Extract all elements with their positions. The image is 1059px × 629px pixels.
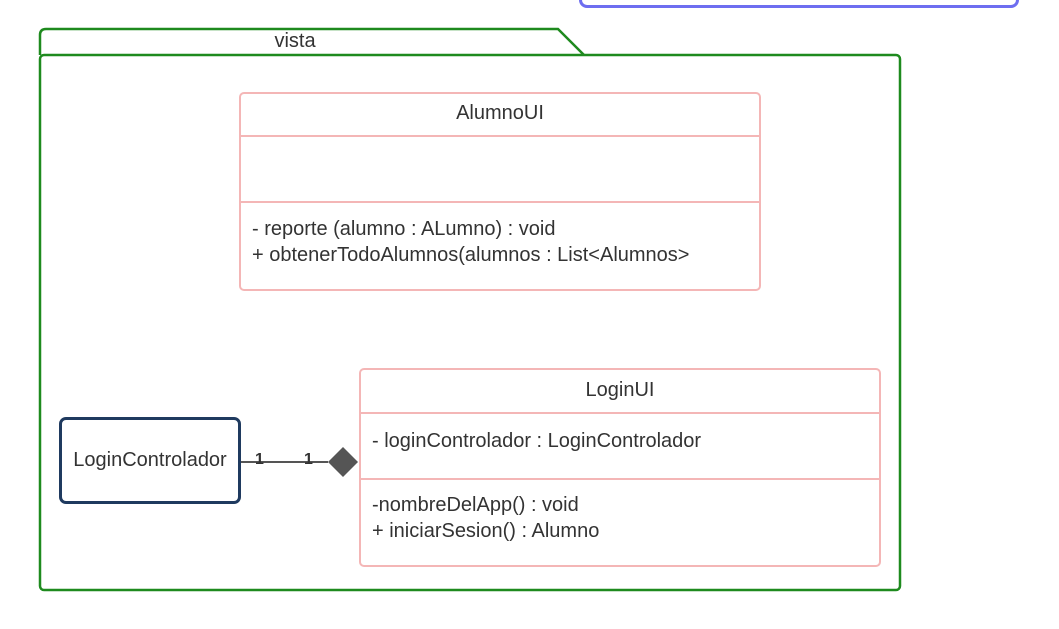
operations-section: - reporte (alumno : ALumno) : void + obt… xyxy=(241,201,759,268)
class-name: LoginControlador xyxy=(73,449,227,471)
operation: - reporte (alumno : ALumno) : void xyxy=(252,218,556,240)
package-name: vista xyxy=(274,30,316,52)
class-login-ui[interactable]: LoginUI - loginControlador : LoginContro… xyxy=(359,368,881,567)
composition-diamond xyxy=(328,447,358,477)
attributes-section: - loginControlador : LoginControlador xyxy=(361,414,879,478)
class-alumno-ui[interactable]: AlumnoUI - reporte (alumno : ALumno) : v… xyxy=(239,92,761,291)
operation: -nombreDelApp() : void xyxy=(372,494,579,516)
class-name: LoginUI xyxy=(361,370,879,414)
source-multiplicity: 1 xyxy=(255,451,264,468)
class-name: AlumnoUI xyxy=(241,94,759,137)
operation: + obtenerTodoAlumnos(alumnos : List<Alum… xyxy=(252,244,690,266)
attribute: - loginControlador : LoginControlador xyxy=(372,430,702,452)
target-multiplicity: 1 xyxy=(304,451,313,468)
operations-section: -nombreDelApp() : void + iniciarSesion()… xyxy=(361,478,879,544)
class-login-controlador[interactable]: LoginControlador xyxy=(59,417,241,504)
operation: + iniciarSesion() : Alumno xyxy=(372,520,600,542)
offscreen-shape[interactable] xyxy=(579,0,1019,8)
attributes-section xyxy=(241,137,759,201)
